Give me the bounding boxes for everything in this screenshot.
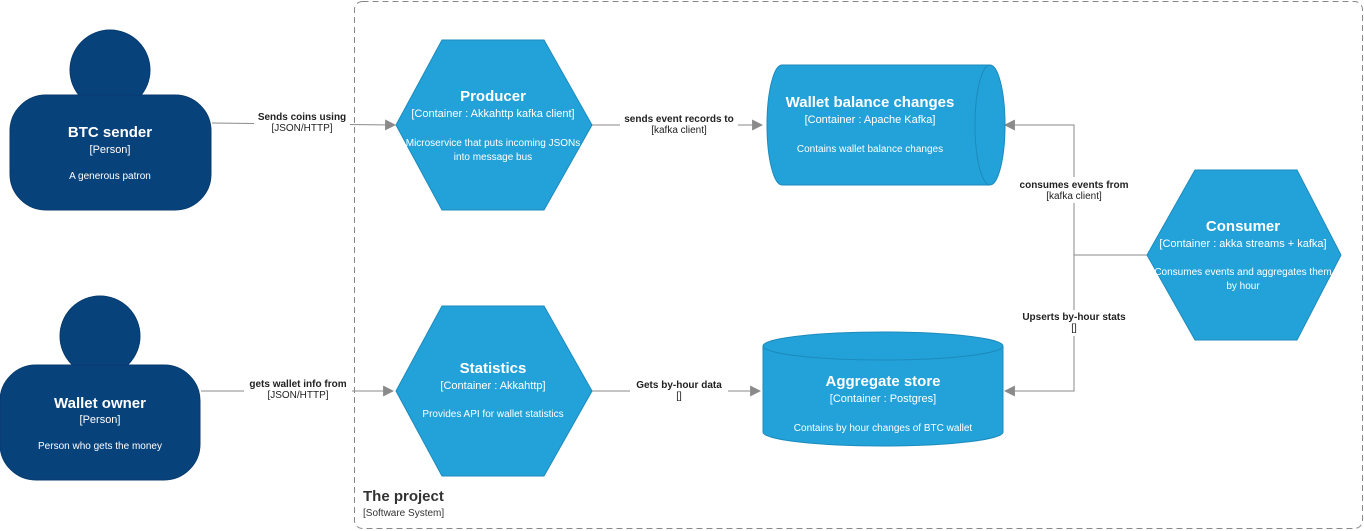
edge-sends-event-records-technology: [kafka client]: [651, 125, 707, 136]
edge-sends-coins-technology: [JSON/HTTP]: [271, 123, 332, 134]
btc-sender-technology: [Person]: [90, 144, 131, 156]
system-boundary[interactable]: The project [Software System]: [354, 1, 1363, 529]
edge-upserts-stats-label-bg: [1016, 310, 1132, 336]
wallet-balance-changes-technology: [Container : Apache Kafka]: [805, 114, 936, 126]
btc-sender-description: A generous patron: [69, 171, 151, 182]
producer-technology: [Container : Akkahttp kafka client]: [411, 108, 574, 120]
boundary-technology: [Software System]: [363, 508, 444, 519]
edge-sends-coins-label: Sends coins using: [258, 112, 346, 123]
edge-sends-event-records-label: sends event records to: [624, 114, 733, 125]
edge-upserts-stats-label: Upserts by-hour stats: [1022, 312, 1126, 323]
edge-gets-by-hour-data-technology: []: [676, 391, 682, 402]
edge-gets-by-hour-data-label-bg: [630, 377, 728, 403]
edge-gets-by-hour-data-label: Gets by-hour data: [636, 380, 722, 391]
consumer-technology: [Container : akka streams + kafka]: [1159, 238, 1326, 250]
producer-hexagon: [395, 39, 593, 211]
edge-gets-wallet-info[interactable]: gets wallet info from [JSON/HTTP]: [201, 376, 395, 402]
edge-upserts-stats-technology: []: [1071, 323, 1077, 334]
wallet-balance-changes-description: Contains wallet balance changes: [797, 144, 943, 155]
wallet-owner-description: Person who gets the money: [38, 441, 162, 452]
wallet-balance-changes-cylinder-edge: [974, 64, 991, 186]
statistics-technology: [Container : Akkahttp]: [440, 380, 545, 392]
btc-sender-title: BTC sender: [68, 124, 152, 141]
wallet-owner-technology: [Person]: [80, 414, 121, 426]
boundary-title: The project: [363, 488, 444, 505]
edge-sends-event-records[interactable]: sends event records to [kafka client]: [592, 111, 764, 137]
wallet-owner-title: Wallet owner: [54, 395, 146, 412]
edge-gets-wallet-info-label: gets wallet info from: [249, 379, 346, 390]
edge-gets-wallet-info-label-bg: [244, 376, 352, 402]
producer-description-line2: into message bus: [454, 152, 532, 163]
person-btc-sender[interactable]: BTC sender [Person] A generous patron: [9, 29, 212, 211]
aggregate-store-description: Contains by hour changes of BTC wallet: [794, 423, 973, 434]
container-wallet-balance-changes[interactable]: Wallet balance changes [Container : Apac…: [766, 64, 1006, 186]
edge-sends-event-records-label-bg: [620, 111, 738, 137]
edge-consumes-events-label-bg: [1016, 177, 1132, 203]
statistics-description: Provides API for wallet statistics: [422, 409, 563, 420]
edge-consumes-events-label: consumes events from: [1020, 180, 1129, 191]
container-producer[interactable]: Producer [Container : Akkahttp kafka cli…: [395, 39, 593, 211]
wallet-owner-body: [0, 364, 201, 481]
edge-consumes-events-technology: [kafka client]: [1046, 191, 1102, 202]
btc-sender-body: [9, 94, 212, 211]
container-statistics[interactable]: Statistics [Container : Akkahttp] Provid…: [395, 305, 593, 477]
wallet-balance-changes-title: Wallet balance changes: [786, 94, 955, 111]
edge-sends-coins-label-bg: [254, 109, 350, 135]
producer-description-line1: Microservice that puts incoming JSONs: [406, 138, 581, 149]
statistics-title: Statistics: [460, 360, 527, 377]
edge-gets-wallet-info-technology: [JSON/HTTP]: [267, 390, 328, 401]
consumer-hexagon: [1146, 169, 1342, 341]
consumer-title: Consumer: [1206, 218, 1280, 235]
consumer-description-line1: Consumes events and aggregates them: [1154, 267, 1331, 278]
aggregate-store-technology: [Container : Postgres]: [830, 393, 936, 405]
aggregate-store-cylinder-rim: [762, 345, 1004, 361]
edge-gets-by-hour-data[interactable]: Gets by-hour data []: [592, 377, 762, 403]
aggregate-store-title: Aggregate store: [825, 373, 940, 390]
person-wallet-owner[interactable]: Wallet owner [Person] Person who gets th…: [0, 295, 201, 481]
aggregate-store-cylinder: [762, 331, 1004, 447]
container-consumer[interactable]: Consumer [Container : akka streams + kaf…: [1146, 169, 1342, 341]
container-aggregate-store[interactable]: Aggregate store [Container : Postgres] C…: [762, 331, 1004, 447]
wallet-owner-head-icon: [59, 295, 141, 377]
consumer-description-line2: by hour: [1226, 281, 1260, 292]
edge-consumes-events[interactable]: consumes events from [kafka client]: [1003, 119, 1147, 256]
statistics-hexagon: [395, 305, 593, 477]
edge-upserts-stats[interactable]: Upserts by-hour stats []: [1003, 254, 1147, 397]
producer-title: Producer: [460, 88, 526, 105]
edge-sends-coins[interactable]: Sends coins using [JSON/HTTP]: [211, 109, 397, 135]
